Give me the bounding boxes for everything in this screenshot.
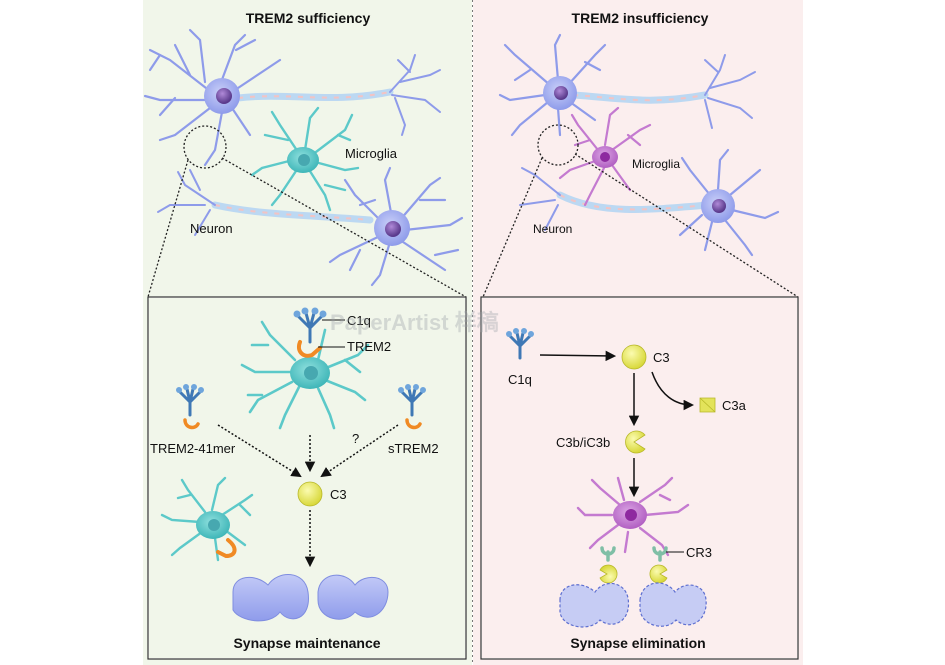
arrow-c1q-to-c3 [539, 350, 617, 362]
left-zoom-line-2 [221, 157, 467, 298]
c1q-protein-icon [293, 307, 327, 344]
strem2-label: sTREM2 [388, 441, 439, 456]
right-inset-microglia [576, 476, 690, 557]
synapse-pre-left [232, 574, 309, 622]
left-microglia-label-text: Microglia [345, 146, 398, 161]
right-microglia-label: Microglia [632, 157, 680, 171]
inset-c3-label: C3 [330, 487, 347, 502]
cr3-receptor-right [649, 546, 668, 584]
right-caption: Synapse elimination [570, 635, 705, 651]
trem2-receptor-icon [297, 340, 322, 358]
right-c3-label: C3 [653, 350, 670, 365]
inset-c1q-label: C1q [347, 313, 371, 328]
inset-microglia-central [240, 320, 370, 430]
question-mark: ? [352, 431, 359, 446]
c3b-fragment-icon [625, 430, 646, 454]
cr3-receptor-left [599, 546, 618, 584]
right-title: TREM2 insufficiency [572, 10, 709, 26]
right-neuron-label: Neuron [533, 222, 572, 236]
left-title: TREM2 sufficiency [246, 10, 371, 26]
synapse-eliminated-left [559, 582, 630, 628]
left-neuron-label: Neuron [190, 221, 233, 236]
trem2-41mer-icon [176, 384, 204, 430]
right-zoom-circle [537, 124, 579, 166]
synapse-post-right [317, 574, 389, 620]
left-zoom-circle [183, 125, 227, 169]
c3b-label: C3b/iC3b [556, 435, 610, 450]
arrow-41mer-to-c3 [217, 424, 302, 478]
arrow-c3-to-c3a [651, 371, 695, 411]
synapse-eliminated-right [639, 582, 707, 627]
right-c3-icon [621, 344, 647, 370]
right-zoom-line-2 [574, 153, 799, 298]
inset-trem2-label: TREM2 [347, 339, 391, 354]
trem2-41mer-label: TREM2-41mer [150, 441, 236, 456]
watermark: PaperArtist 样稿 [330, 310, 499, 335]
left-neurons [143, 28, 464, 287]
c3-protein-icon [297, 481, 323, 507]
c3a-fragment-icon [699, 397, 716, 413]
c3a-label: C3a [722, 398, 747, 413]
right-zoom-line-1 [482, 157, 543, 298]
arrow-strem2-to-c3 [320, 424, 399, 478]
neuron-nucleus [216, 88, 232, 104]
neuron-nucleus-2 [385, 221, 401, 237]
right-neurons [498, 33, 780, 257]
strem2-icon [398, 384, 426, 430]
right-c1q-icon [506, 328, 534, 360]
left-microglia-cell [250, 106, 360, 212]
cr3-label: CR3 [686, 545, 712, 560]
neuron-dendrites [143, 28, 282, 167]
left-caption: Synapse maintenance [233, 635, 380, 651]
right-microglia-cell [558, 106, 652, 207]
right-c1q-label: C1q [508, 372, 532, 387]
inset-microglia-lower [160, 476, 254, 562]
